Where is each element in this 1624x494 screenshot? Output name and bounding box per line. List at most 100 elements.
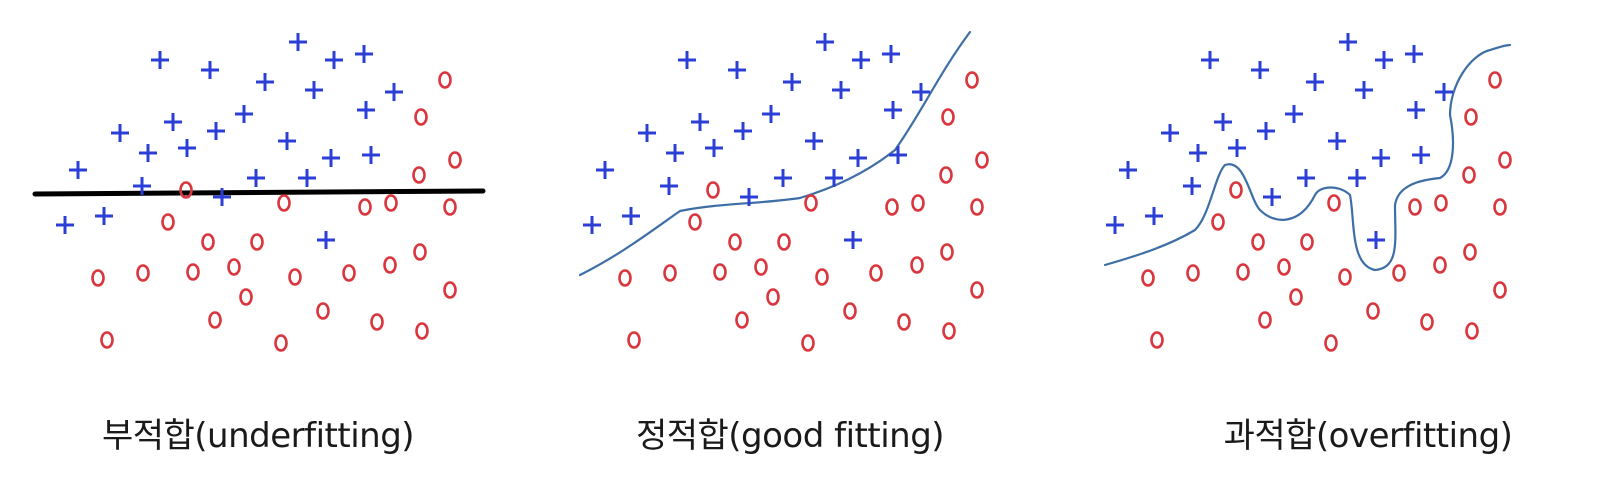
plus-marker: [889, 146, 907, 164]
plus-marker: [844, 231, 862, 249]
panel-overfitting: [1103, 33, 1512, 352]
circle-marker: [728, 233, 742, 251]
circle-marker: [815, 268, 829, 286]
circle-marker: [1141, 269, 1155, 287]
circle-marker: [965, 71, 979, 89]
plus-marker: [213, 188, 231, 206]
plus-marker: [705, 139, 723, 157]
plus-marker: [1339, 33, 1357, 51]
circle-marker: [1463, 243, 1477, 261]
plus-marker: [832, 81, 850, 99]
plus-marker: [691, 113, 709, 131]
plus-marker: [816, 33, 834, 51]
plus-marker: [583, 216, 601, 234]
plus-marker: [95, 207, 113, 225]
plus-marker: [1372, 149, 1390, 167]
plus-marker: [783, 73, 801, 91]
circle-marker: [970, 198, 984, 216]
circle-marker: [1488, 71, 1502, 89]
plus-marker: [660, 177, 678, 195]
circle-marker: [443, 198, 457, 216]
plus-marker: [298, 169, 316, 187]
plus-marker: [139, 144, 157, 162]
plus-marker: [1263, 188, 1281, 206]
circle-marker: [911, 194, 925, 212]
circle-marker: [970, 281, 984, 299]
plus-marker: [1201, 51, 1219, 69]
panel-underfitting: [32, 33, 486, 352]
circle-marker: [1211, 213, 1225, 231]
circle-marker: [448, 151, 462, 169]
circle-marker: [384, 194, 398, 212]
plus-marker: [1375, 51, 1393, 69]
plus-marker: [622, 207, 640, 225]
circle-marker: [438, 71, 452, 89]
circle-marker: [706, 181, 720, 199]
underfit-line: [32, 188, 486, 197]
circle-marker: [1327, 194, 1341, 212]
circle-marker: [975, 151, 989, 169]
plus-marker: [178, 139, 196, 157]
good-fit-curve: [578, 30, 972, 277]
plus-marker: [1367, 231, 1385, 249]
plus-marker: [825, 169, 843, 187]
plus-marker: [1412, 146, 1430, 164]
plus-marker: [596, 161, 614, 179]
circle-marker: [1434, 194, 1448, 212]
circle-marker: [1493, 281, 1507, 299]
circle-marker: [1420, 313, 1434, 331]
circle-marker: [754, 258, 768, 276]
circle-marker: [939, 166, 953, 184]
plus-marker: [256, 73, 274, 91]
circle-marker: [1465, 322, 1479, 340]
circle-marker: [1289, 288, 1303, 306]
plus-marker: [247, 169, 265, 187]
circle-marker: [1324, 334, 1338, 352]
circle-marker: [1229, 181, 1243, 199]
circle-marker: [1150, 331, 1164, 349]
plus-marker: [151, 51, 169, 69]
overfit-curve: [1103, 43, 1512, 272]
circle-marker: [897, 313, 911, 331]
circle-marker: [804, 194, 818, 212]
plus-marker: [322, 149, 340, 167]
plus-marker: [1355, 81, 1373, 99]
circle-marker: [735, 311, 749, 329]
circle-marker: [277, 194, 291, 212]
plus-marker: [638, 124, 656, 142]
circle-marker: [161, 213, 175, 231]
plus-marker: [678, 51, 696, 69]
circle-marker: [342, 264, 356, 282]
circle-marker: [316, 302, 330, 320]
plus-marker: [666, 144, 684, 162]
circle-marker: [777, 233, 791, 251]
circle-marker: [414, 108, 428, 126]
plus-marker: [201, 61, 219, 79]
circle-marker: [713, 263, 727, 281]
plus-marker: [884, 101, 902, 119]
plus-marker: [728, 61, 746, 79]
circle-marker: [1338, 268, 1352, 286]
plus-marker: [317, 231, 335, 249]
circle-marker: [1277, 258, 1291, 276]
panel-good-fitting: [578, 30, 989, 352]
circle-marker: [1258, 311, 1272, 329]
plus-marker: [852, 51, 870, 69]
plus-marker: [305, 81, 323, 99]
plus-marker: [734, 122, 752, 140]
plus-marker: [355, 45, 373, 63]
circle-marker: [801, 334, 815, 352]
plus-marker: [235, 105, 253, 123]
plus-marker: [1348, 169, 1366, 187]
plus-marker: [385, 83, 403, 101]
plus-marker: [362, 146, 380, 164]
plus-marker: [111, 124, 129, 142]
circle-marker: [941, 108, 955, 126]
plus-marker: [1435, 83, 1453, 101]
circle-marker: [910, 256, 924, 274]
plus-marker: [805, 132, 823, 150]
circle-marker: [412, 166, 426, 184]
circle-marker: [415, 322, 429, 340]
circle-marker: [940, 243, 954, 261]
